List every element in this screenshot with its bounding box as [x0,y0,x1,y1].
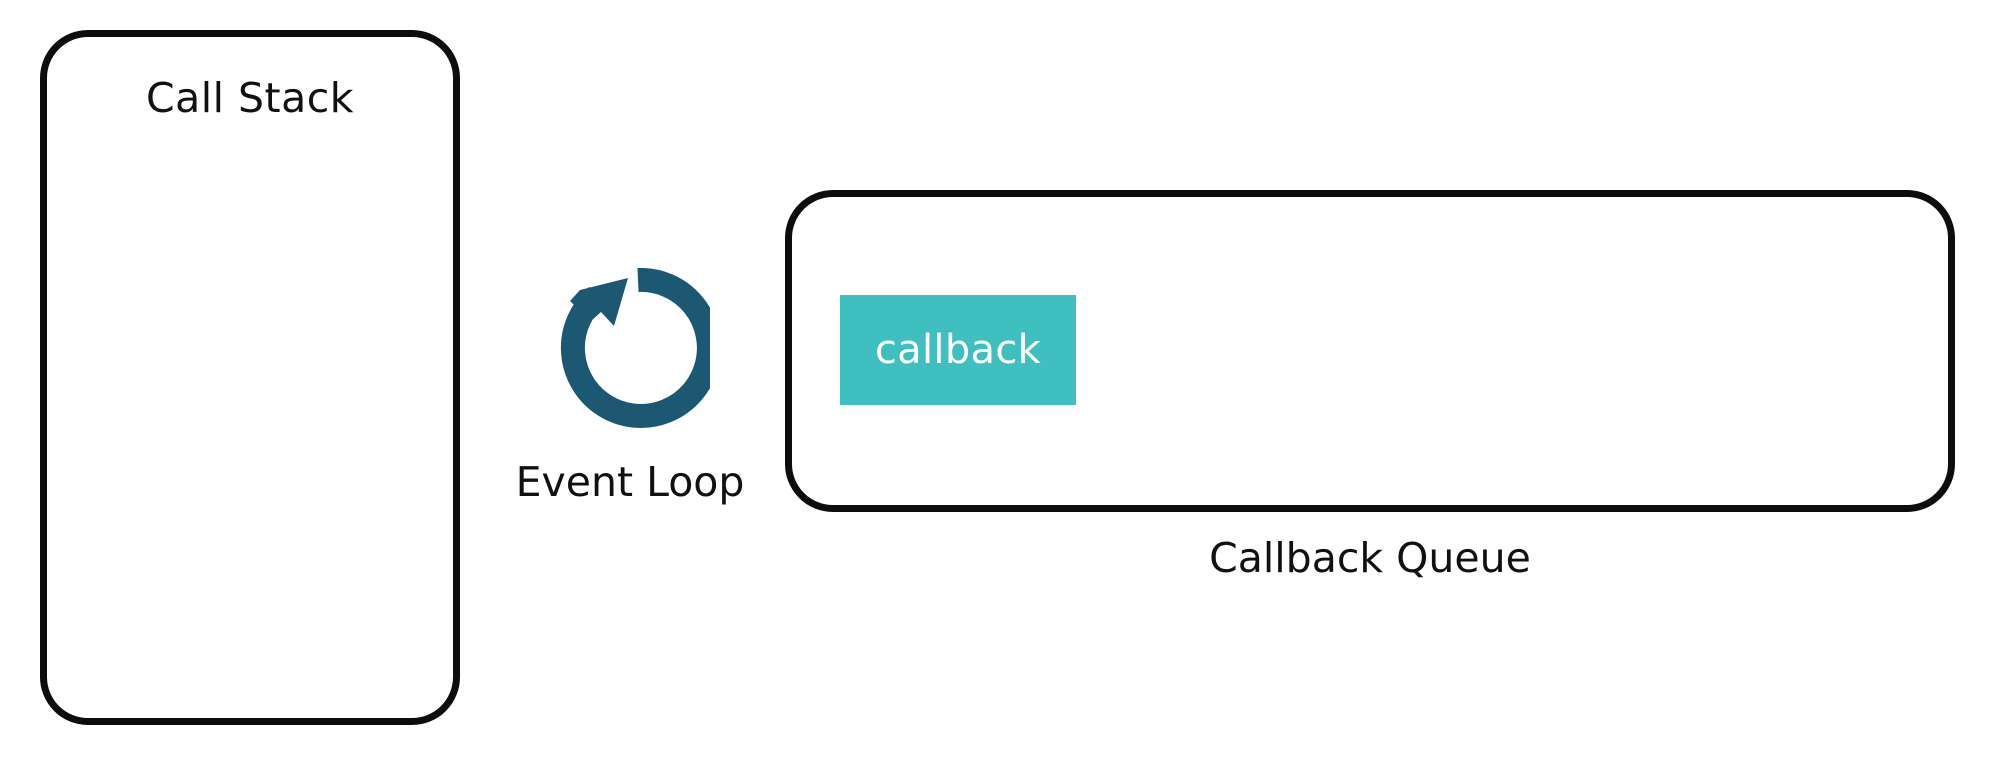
callback-queue-item: callback [840,295,1076,405]
call-stack-label: Call Stack [145,74,355,122]
circular-arrow-icon [550,268,710,428]
event-loop-label: Event Loop [515,458,745,506]
callback-queue-label: Callback Queue [1209,534,1531,582]
call-stack-container [40,30,460,725]
event-loop-group: Event Loop [500,268,760,538]
